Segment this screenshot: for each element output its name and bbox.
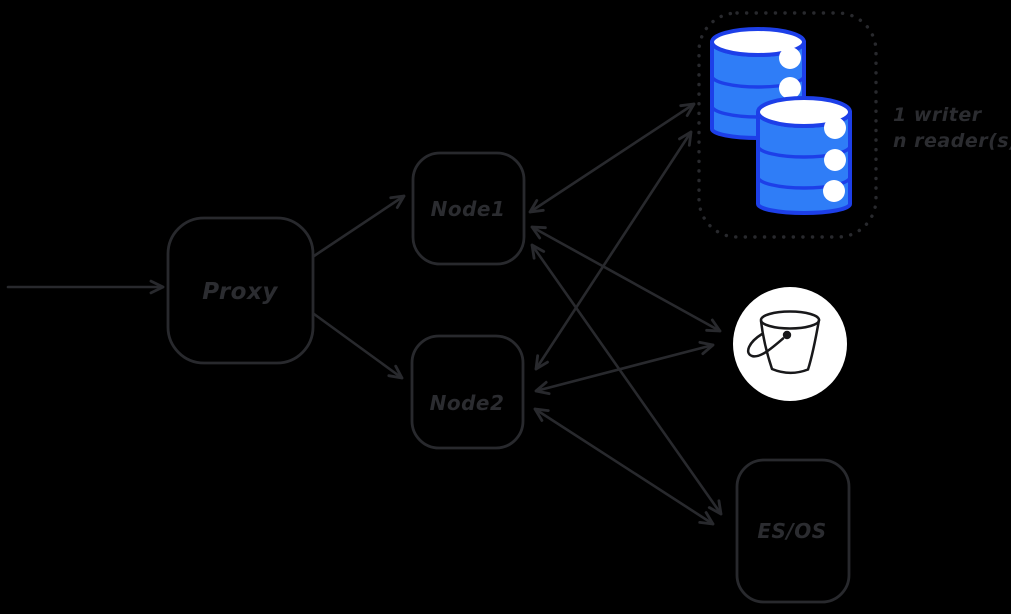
proxy-label: Proxy <box>202 279 278 305</box>
proxy-box <box>166 216 315 365</box>
node1-label: Node1 <box>431 197 506 221</box>
edge-node1-db <box>528 102 696 214</box>
node2-box <box>410 334 525 450</box>
esos-label: ES/OS <box>757 519 826 543</box>
node1-node: Node1 <box>411 151 526 266</box>
db-cluster: 1 writer n reader(s) <box>697 11 1011 239</box>
node1-box <box>411 151 526 266</box>
esos-box <box>735 458 851 604</box>
edge-node2-bucket <box>534 340 715 396</box>
edge-node2-esos <box>533 407 715 526</box>
db-cluster-caption-line2: n reader(s) <box>893 130 1011 152</box>
node2-node: Node2 <box>410 334 525 450</box>
esos-node: ES/OS <box>735 458 851 604</box>
db-cluster-caption-line1: 1 writer <box>893 104 983 126</box>
edge-proxy-to-node2 <box>312 312 404 380</box>
edge-node2-db <box>534 130 693 371</box>
bucket-icon <box>733 287 847 401</box>
database-cylinder-icon <box>756 96 852 215</box>
node2-label: Node2 <box>430 391 505 415</box>
edge-node1-bucket <box>530 225 722 333</box>
edge-proxy-to-node1 <box>312 194 406 258</box>
proxy-node: Proxy <box>166 216 315 365</box>
edges <box>6 102 723 526</box>
edge-node1-esos <box>530 243 723 516</box>
bucket-circle-background <box>733 287 847 401</box>
